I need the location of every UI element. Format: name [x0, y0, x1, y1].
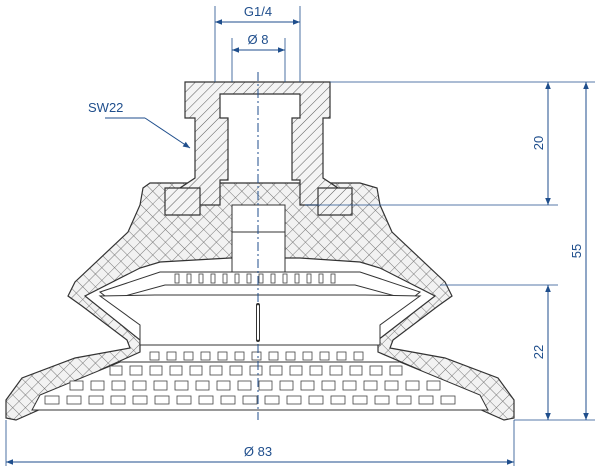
rib: [69, 380, 84, 391]
lip-height-label: 22: [531, 345, 546, 359]
rib: [318, 273, 324, 284]
rib: [294, 273, 300, 284]
rib: [306, 273, 312, 284]
rib: [109, 365, 123, 376]
rib: [329, 365, 343, 376]
rib: [384, 380, 399, 391]
rib: [285, 351, 296, 361]
rib: [186, 273, 192, 284]
rib: [111, 380, 126, 391]
rib: [149, 351, 160, 361]
rib: [258, 380, 273, 391]
rib: [216, 380, 231, 391]
rib: [237, 380, 252, 391]
rib: [210, 273, 216, 284]
rib: [300, 380, 315, 391]
rib: [270, 273, 276, 284]
rib: [189, 365, 203, 376]
rib: [166, 351, 177, 361]
rib: [132, 380, 147, 391]
rib: [154, 395, 170, 405]
wrench-label: SW22: [88, 100, 123, 115]
rib: [353, 351, 364, 361]
rib: [363, 380, 378, 391]
rib: [217, 351, 228, 361]
rib: [330, 395, 346, 405]
rib: [110, 395, 126, 405]
bore-dimension: Ø 8: [231, 32, 286, 82]
rib: [88, 395, 104, 405]
diameter-label: Ø 83: [244, 444, 272, 459]
rib: [200, 351, 211, 361]
rib: [279, 380, 294, 391]
rib: [352, 395, 368, 405]
rib: [234, 351, 245, 361]
rib: [149, 365, 163, 376]
wrench-dimension: SW22: [88, 100, 191, 149]
rib: [308, 395, 324, 405]
rib: [319, 351, 330, 361]
rib: [405, 380, 420, 391]
rib: [342, 380, 357, 391]
rib: [440, 395, 456, 405]
rib: [289, 365, 303, 376]
rib: [44, 395, 60, 405]
fitting-height-label: 20: [531, 136, 546, 150]
rib: [176, 395, 192, 405]
rib: [174, 380, 189, 391]
rib: [309, 365, 323, 376]
rib: [234, 273, 240, 284]
rib: [183, 351, 194, 361]
rib: [222, 273, 228, 284]
rib: [369, 365, 383, 376]
rib: [220, 395, 236, 405]
rib: [418, 395, 434, 405]
rib: [90, 380, 105, 391]
rib: [195, 380, 210, 391]
total-height-label: 55: [569, 244, 584, 258]
diameter-dimension: Ø 83: [5, 420, 515, 466]
rib: [264, 395, 280, 405]
rib: [251, 351, 262, 361]
thread-label: G1/4: [244, 4, 272, 19]
rib: [249, 365, 263, 376]
rib: [321, 380, 336, 391]
bore-label: Ø 8: [248, 32, 269, 47]
rib: [246, 273, 252, 284]
rib: [242, 395, 258, 405]
rib: [169, 365, 183, 376]
lip-height-dimension: 22: [440, 284, 595, 421]
rib: [268, 351, 279, 361]
rib: [330, 273, 336, 284]
rib: [336, 351, 347, 361]
rib: [229, 365, 243, 376]
rib: [153, 380, 168, 391]
rib: [209, 365, 223, 376]
total-height-dimension: 55: [569, 82, 589, 420]
rib: [349, 365, 363, 376]
fitting-height-dimension: 20: [305, 81, 595, 206]
rib: [396, 395, 412, 405]
rib: [174, 273, 180, 284]
rib: [129, 365, 143, 376]
rib: [282, 273, 288, 284]
friction-ribs: [44, 273, 456, 405]
rib: [302, 351, 313, 361]
rib: [132, 395, 148, 405]
rib: [258, 273, 264, 284]
rib: [389, 365, 403, 376]
rib: [269, 365, 283, 376]
rib: [66, 395, 82, 405]
rib: [286, 395, 302, 405]
rib: [374, 395, 390, 405]
rib: [426, 380, 441, 391]
rib: [198, 273, 204, 284]
rib: [198, 395, 214, 405]
thread-dimension: G1/4: [214, 4, 301, 82]
